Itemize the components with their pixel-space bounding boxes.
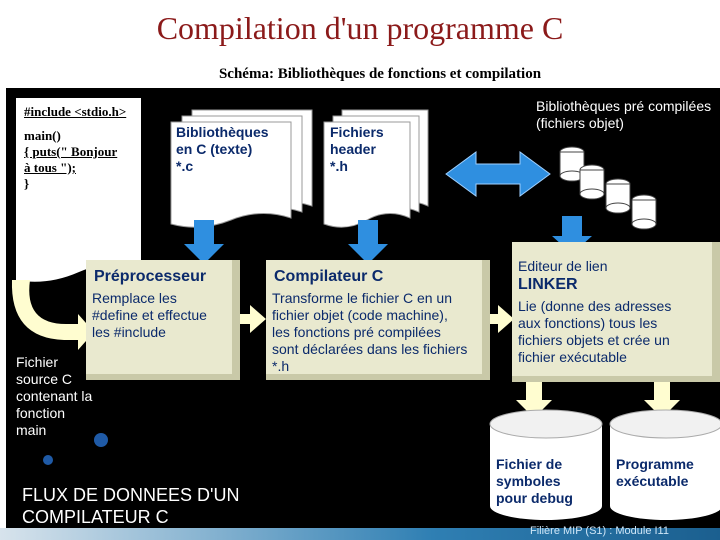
precompiled-libraries-label: Bibliothèques pré compilées (fichiers ob… [536,98,712,131]
linker-box: Editeur de lien LINKER Lie (donne des ad… [512,242,720,382]
compiler-title: Compilateur C [274,268,384,285]
decorative-dot-icon [94,433,108,447]
arrow-down-icon [516,374,552,418]
executable-barrel-icon [609,409,720,520]
decorative-dot-icon [43,455,53,465]
double-arrow-icon [445,151,551,197]
compilation-diagram: #include <stdio.h> main() { puts(" Bonjo… [6,88,720,528]
source-file-caption: Fichier source C contenant la fonction m… [16,354,93,438]
arrow-right-icon [480,305,514,333]
compiler-box: Compilateur C Transforme le fichier C en… [266,260,490,380]
executable-label: Programme exécutable [616,456,694,489]
diagram-graphics [11,109,720,520]
slide-title: Compilation d'un programme C [156,10,564,46]
code-line: main() [24,128,61,143]
debug-file-label: Fichier de symboles pour debug [496,456,573,506]
arrow-down-icon [644,374,680,418]
header-files-pages-icon [323,109,429,228]
linker-title: LINKER [518,276,578,293]
arrow-right-icon [232,305,266,333]
data-flow-caption: FLUX DE DONNEES D'UN COMPILATEUR C [22,485,240,527]
code-line: { puts(" Bonjour [24,144,118,159]
linker-subtitle: Editeur de lien [518,258,608,274]
code-line: } [24,176,30,191]
compiler-description: Transforme le fichier C en un fichier ob… [272,290,468,374]
footer-text: Filière MIP (S1) : Module I11 [530,525,669,537]
debug-file-barrel-icon [489,409,603,520]
arrow-down-icon [184,220,224,264]
curved-arrow-icon [11,280,94,350]
preprocessor-box: Préprocesseur Remplace les #define et ef… [86,260,240,380]
code-line: #include <stdio.h> [24,104,127,119]
preprocessor-title: Préprocesseur [94,268,207,285]
preprocessor-description: Remplace les #define et effectue les #in… [92,290,207,340]
header-files-label: Fichiers header *.h [330,124,384,174]
c-libraries-label: Bibliothèques en C (texte) *.c [176,124,269,174]
precompiled-cylinders-icon [559,146,657,230]
linker-description: Lie (donne des adresses aux fonctions) t… [518,298,672,365]
diagram-subtitle: Schéma: Bibliothèques de fonctions et co… [218,66,542,82]
arrow-down-icon [348,220,388,264]
source-code-document: #include <stdio.h> main() { puts(" Bonjo… [16,98,141,268]
footer-bar [0,528,720,540]
code-line: à tous "); [24,160,76,175]
